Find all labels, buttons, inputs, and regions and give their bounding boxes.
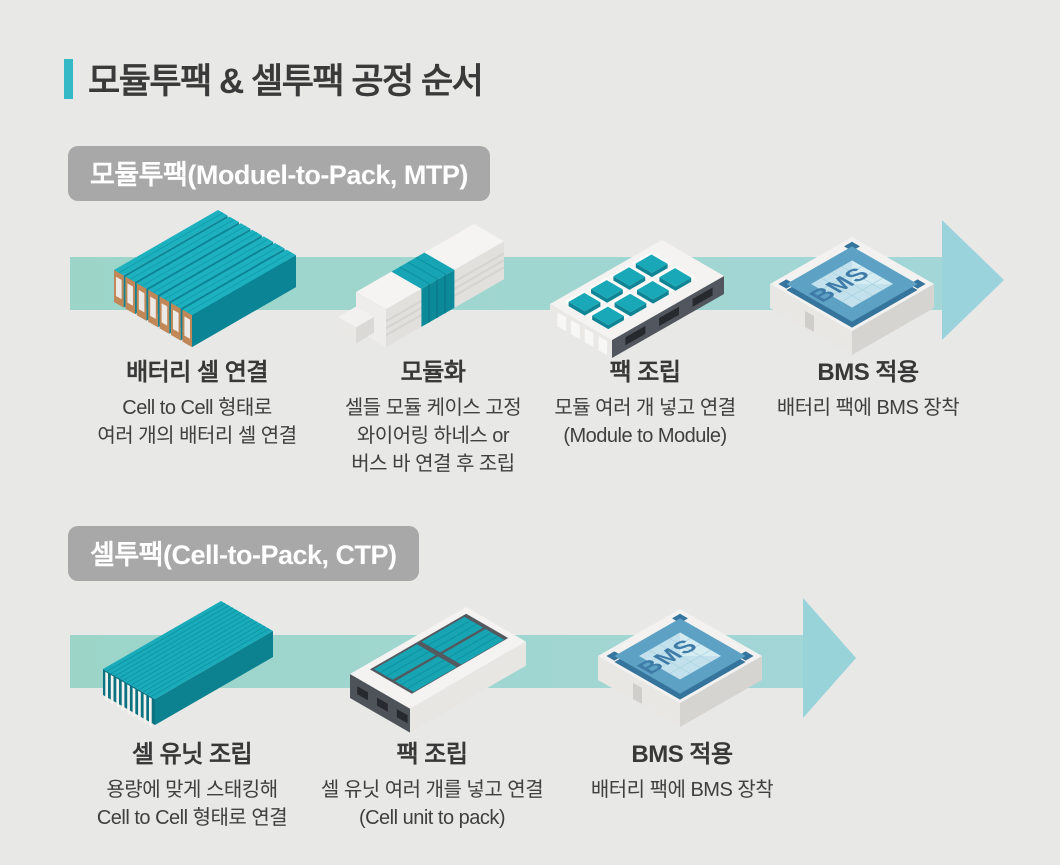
step-desc: 배터리 팩에 BMS 장착 xyxy=(776,397,960,419)
pack-tray-icon xyxy=(550,240,724,358)
step-title: BMS 적용 xyxy=(631,741,733,768)
step-desc: 셀들 모듈 케이스 고정 와이어링 하네스 or 버스 바 연결 후 조립 xyxy=(344,397,522,475)
step-mtp-4: BMS 적용 배터리 팩에 BMS 장착 xyxy=(750,352,986,422)
step-mtp-2: 모듈화 셀들 모듈 케이스 고정 와이어링 하네스 or 버스 바 연결 후 조… xyxy=(315,352,551,478)
step-desc: 셀 유닛 여러 개를 넣고 연결 (Cell unit to pack) xyxy=(320,779,544,829)
step-ctp-3: BMS 적용 배터리 팩에 BMS 장착 xyxy=(564,734,800,804)
cell-unit-icon xyxy=(103,601,273,728)
step-mtp-3: 팩 조립 모듈 여러 개 넣고 연결 (Module to Module) xyxy=(525,352,765,450)
bms-chip-icon: BMS xyxy=(598,609,762,727)
section-label-ctp: 셀투팩(Cell-to-Pack, CTP) xyxy=(68,526,419,581)
page-title: 모듈투팩 & 셀투팩 공정 순서 xyxy=(88,62,484,101)
title-accent-bar xyxy=(64,58,73,99)
page-title-block: 모듈투팩 & 셀투팩 공정 순서 xyxy=(64,53,484,104)
mtp-arrow-head-icon xyxy=(942,220,1004,340)
step-title: 셀 유닛 조립 xyxy=(131,741,253,768)
step-title: 배터리 셀 연결 xyxy=(126,359,268,386)
step-title: BMS 적용 xyxy=(817,359,919,386)
bms-chip-icon: BMS xyxy=(770,237,934,355)
step-title: 모듈화 xyxy=(400,359,466,386)
step-desc: 배터리 팩에 BMS 장착 xyxy=(590,779,774,801)
step-desc: 용량에 맞게 스태킹해 Cell to Cell 형태로 연결 xyxy=(96,779,288,829)
step-desc: Cell to Cell 형태로 여러 개의 배터리 셀 연결 xyxy=(97,397,297,447)
battery-cells-icon xyxy=(113,210,297,348)
step-ctp-2: 팩 조립 셀 유닛 여러 개를 넣고 연결 (Cell unit to pack… xyxy=(307,734,557,832)
step-ctp-1: 셀 유닛 조립 용량에 맞게 스태킹해 Cell to Cell 형태로 연결 xyxy=(67,734,317,832)
step-mtp-1: 배터리 셀 연결 Cell to Cell 형태로 여러 개의 배터리 셀 연결 xyxy=(72,352,322,450)
step-title: 팩 조립 xyxy=(396,741,468,768)
module-case-icon xyxy=(338,224,505,348)
ctp-arrow-head-icon xyxy=(803,598,856,718)
step-desc: 모듈 여러 개 넣고 연결 (Module to Module) xyxy=(554,397,736,447)
ctp-pack-icon xyxy=(350,607,526,733)
step-title: 팩 조립 xyxy=(609,359,681,386)
section-label-mtp: 모듈투팩(Moduel-to-Pack, MTP) xyxy=(68,146,490,201)
